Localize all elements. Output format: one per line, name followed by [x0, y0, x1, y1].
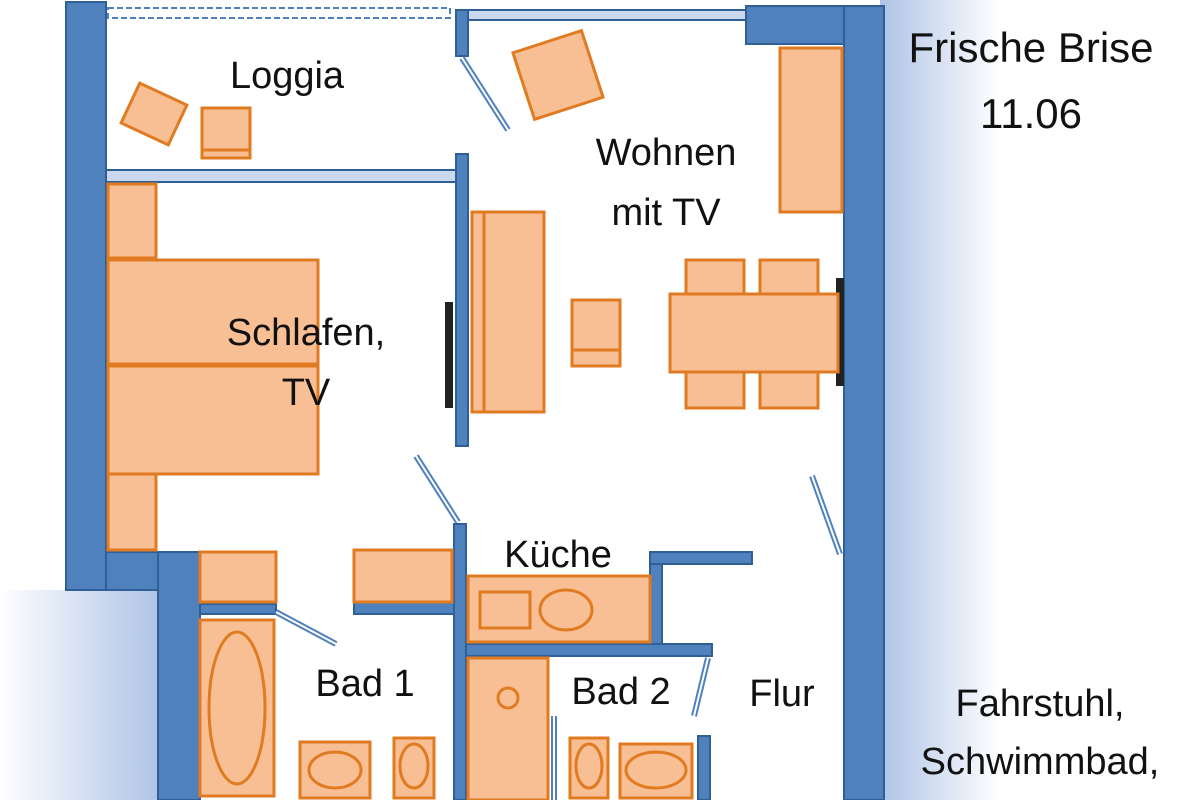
- wall-bath1-shelf: [353, 601, 455, 615]
- wall-kitchen-left: [453, 523, 467, 800]
- footer-note-line1: Fahrstuhl,: [956, 683, 1125, 725]
- wall-bath1-left: [157, 551, 201, 800]
- label-schlafen-1: Schlafen,: [227, 312, 385, 354]
- bed-upper: [106, 258, 320, 366]
- dining-chair-4: [758, 370, 820, 410]
- bath1-cabinet: [198, 550, 278, 604]
- footer-note-line2: Schwimmbad,: [921, 741, 1160, 783]
- kitchen-stove: [478, 590, 532, 630]
- label-wohnen-2: mit TV: [611, 192, 721, 234]
- wall-outer-left: [65, 1, 107, 591]
- label-bad2: Bad 2: [571, 671, 670, 713]
- label-wohnen-1: Wohnen: [596, 132, 737, 174]
- wall-loggia-bottom: [105, 169, 457, 183]
- wall-left-lower: [105, 551, 161, 591]
- door-frame-entrance: [836, 278, 844, 386]
- walls: [65, 1, 885, 800]
- loggia-chair-tilted: [119, 81, 189, 147]
- wall-interior-upper: [455, 153, 469, 447]
- loggia-top-railing: [107, 7, 451, 19]
- wall-bath2-right: [697, 735, 711, 800]
- furniture: [106, 28, 844, 800]
- dining-chair-2: [758, 258, 820, 298]
- bed-lower: [106, 364, 320, 476]
- dining-table: [668, 292, 840, 374]
- wall-top-right: [745, 5, 845, 45]
- wall-bath1-top: [199, 603, 277, 615]
- title-line2: 11.06: [980, 90, 1082, 137]
- label-flur: Flur: [749, 673, 815, 715]
- living-cabinet: [778, 46, 844, 214]
- title-line1: Frische Brise: [908, 24, 1153, 71]
- wall-top-living: [467, 9, 747, 21]
- label-bad1: Bad 1: [315, 663, 414, 705]
- outside-shading-right: [880, 0, 1000, 800]
- dining-chair-3: [684, 370, 746, 410]
- wall-outer-right: [843, 5, 885, 800]
- living-side-table: [570, 298, 622, 368]
- label-schlafen-2: TV: [282, 372, 331, 414]
- wall-kitchen-right-top: [649, 551, 753, 565]
- wall-bath2-top: [465, 643, 713, 657]
- wall-interior-top: [455, 9, 469, 57]
- living-armchair: [511, 28, 605, 122]
- bedside-top: [106, 182, 158, 260]
- wall-kitchen-right: [649, 551, 663, 645]
- door-frame-bedroom: [445, 302, 453, 408]
- outside-shading-left: [0, 590, 160, 800]
- dining-chair-1: [684, 258, 746, 298]
- bedside-bottom: [106, 472, 158, 552]
- label-kueche: Küche: [504, 534, 612, 576]
- label-loggia: Loggia: [230, 55, 345, 97]
- bedroom-dresser: [352, 548, 454, 604]
- bath2-shower: [466, 656, 550, 800]
